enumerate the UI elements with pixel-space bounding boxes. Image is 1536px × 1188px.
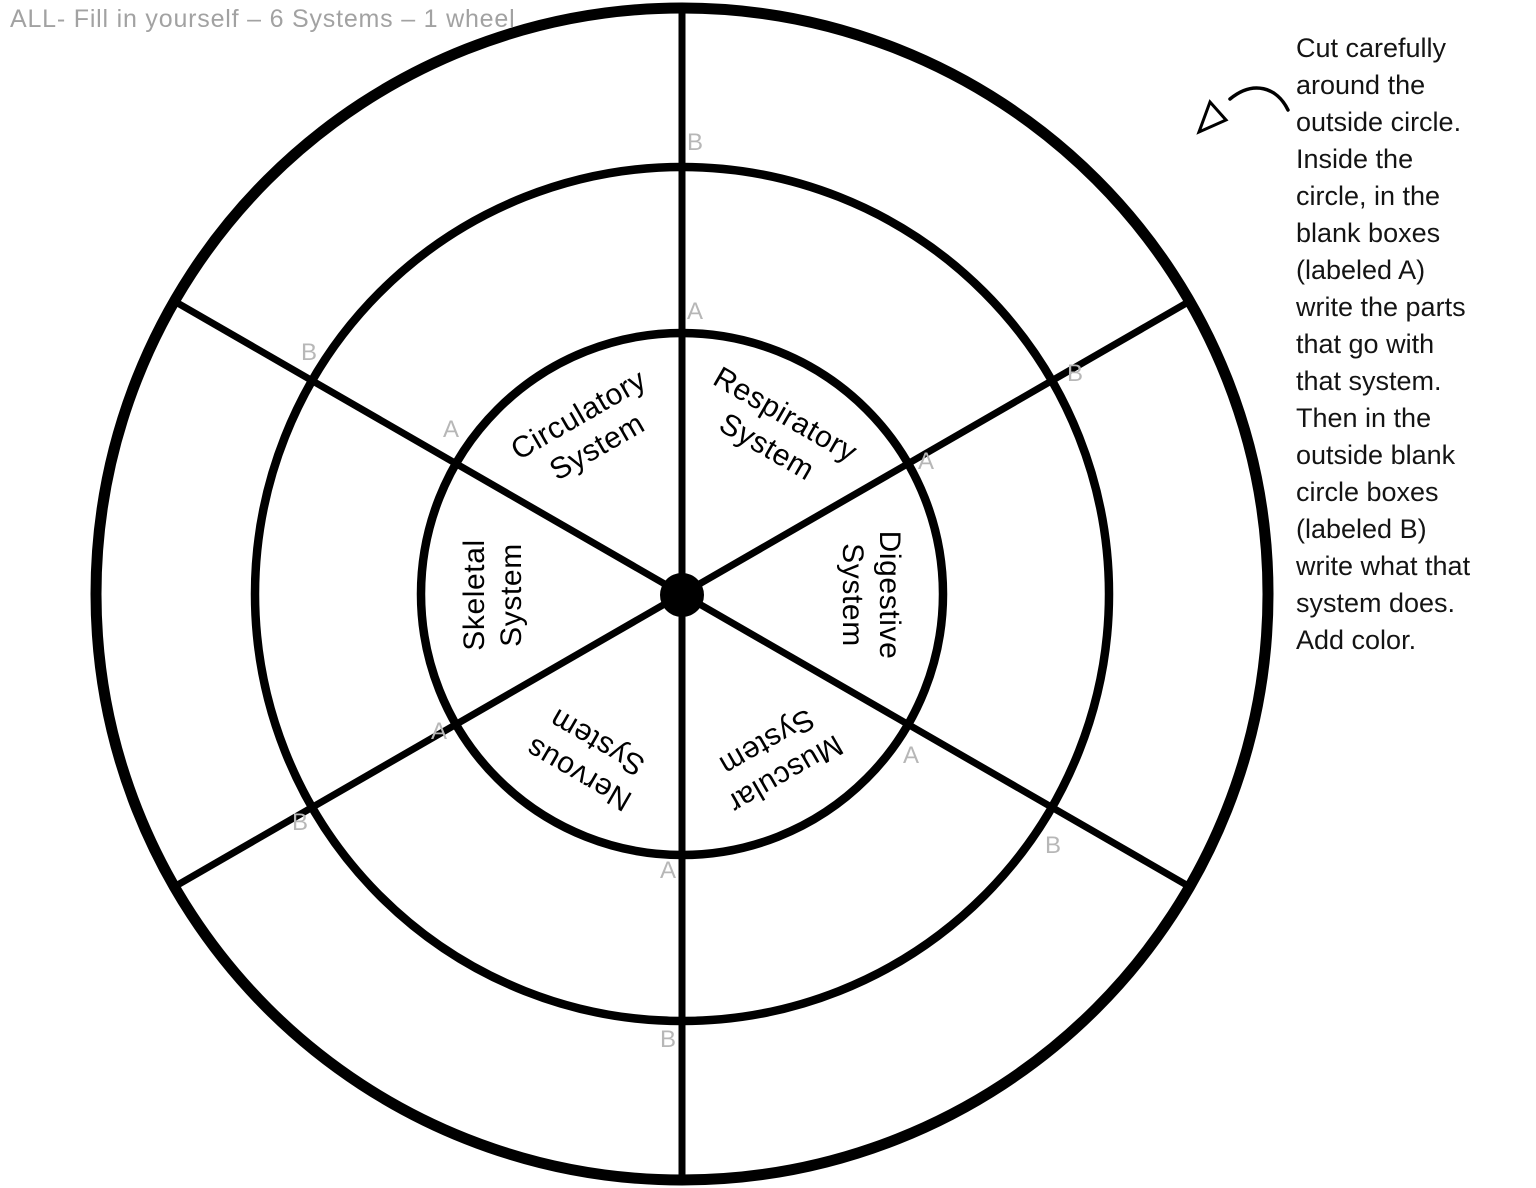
sector-label-digestive: Digestive System	[834, 531, 908, 660]
ring-b-mark-upper-left: B	[300, 339, 318, 366]
sector-label-line: System	[495, 543, 528, 647]
ring-b-mark-upper-right: B	[1066, 360, 1084, 387]
curved-arrow-icon	[1196, 86, 1290, 135]
worksheet-title: ALL- Fill in yourself – 6 Systems – 1 wh…	[10, 5, 516, 33]
instructions-text: Cut carefully around the outside circle.…	[1296, 33, 1471, 655]
ring-a-mark-bottom: A	[659, 857, 677, 884]
sector-label-line: Digestive	[873, 530, 906, 660]
sector-label-line: System	[836, 543, 869, 647]
ring-b-mark-lower-right: B	[1044, 832, 1062, 859]
ring-b-mark-lower-left: B	[291, 809, 309, 836]
ring-a-mark-lower-right: A	[902, 742, 920, 769]
ring-a-mark-lower-left: A	[430, 718, 448, 745]
ring-b-mark-top: B	[686, 129, 704, 156]
ring-a-mark-upper-right: A	[917, 448, 935, 475]
sector-label-line: Skeletal	[458, 539, 491, 651]
center-dot	[660, 573, 704, 617]
ring-a-mark-top: A	[686, 298, 704, 325]
ring-a-mark-upper-left: A	[442, 416, 460, 443]
curved-arrow-head	[1196, 99, 1229, 135]
ring-b-mark-bottom: B	[659, 1026, 677, 1053]
curved-arrow-shaft	[1228, 86, 1290, 112]
sector-label-skeletal: Skeletal System	[456, 539, 530, 651]
